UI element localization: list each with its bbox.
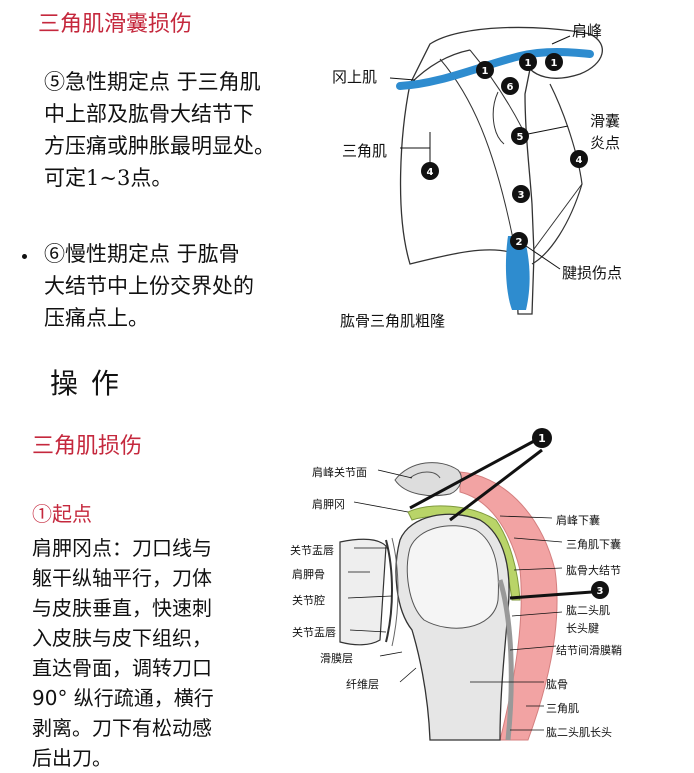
label-glenoid-labrum-top: 关节盂唇 xyxy=(290,544,334,557)
body-line-5: 直达骨面，调转刀口 xyxy=(32,656,212,680)
bullet-dot xyxy=(22,254,27,259)
label-deltoid-1: 三角肌 xyxy=(342,142,388,160)
point5-line3: 方压痛或肿胀最明显处。 xyxy=(44,134,275,158)
body-line-3: 与皮肤垂直，快速刺 xyxy=(32,596,212,620)
shoulder-diagram-1: 1 1 1 6 5 4 4 3 2 xyxy=(389,26,603,315)
svg-text:2: 2 xyxy=(516,237,523,248)
section1-title: 三角肌滑囊损伤 xyxy=(38,12,193,37)
label-deltoid-2: 三角肌 xyxy=(546,702,579,715)
svg-text:4: 4 xyxy=(576,155,583,166)
step1-marker: ① xyxy=(32,502,52,526)
body-line-1: 肩胛冈点：刀口线与 xyxy=(32,536,212,560)
body-line-6: 90° 纵行疏通，横行 xyxy=(32,686,214,710)
point5-line2: 中上部及肱骨大结节下 xyxy=(44,102,254,126)
point5-line4: 可定1~3点。 xyxy=(44,166,173,190)
marker-2: 2 xyxy=(510,232,528,250)
label-bursitis-1: 滑囊 xyxy=(590,112,621,130)
marker-4a: 4 xyxy=(421,162,439,180)
svg-text:3: 3 xyxy=(518,190,525,201)
point6-line1: 慢性期定点 于肱骨 xyxy=(65,242,240,266)
step1-label: 起点 xyxy=(52,502,92,526)
body-line-7: 剥离。刀下有松动感 xyxy=(32,716,212,740)
svg-text:3: 3 xyxy=(597,586,604,597)
label-humerus: 肱骨 xyxy=(546,678,568,691)
marker-1c: 1 xyxy=(545,53,563,71)
point6-marker: ⑥ xyxy=(44,242,65,266)
label-subacromial-bursa: 肩峰下囊 xyxy=(556,514,600,527)
svg-text:6: 6 xyxy=(507,82,514,93)
label-tendon-injury: 腱损伤点 xyxy=(562,264,623,282)
point6-line2: 大结节中上份交界处的 xyxy=(44,274,254,298)
svg-text:1: 1 xyxy=(538,432,546,445)
marker-3: 3 xyxy=(512,185,530,203)
body-line-4: 入皮肤与皮下组织， xyxy=(32,626,212,650)
label-acromion: 肩峰 xyxy=(572,22,603,40)
svg-text:5: 5 xyxy=(517,132,524,143)
needle-marker-1: 1 xyxy=(532,428,552,448)
label-glenoid-labrum-bottom: 关节盂唇 xyxy=(292,626,336,639)
label-greater-tubercle: 肱骨大结节 xyxy=(566,564,621,577)
section2-title: 三角肌损伤 xyxy=(32,434,143,459)
label-biceps-long-head: 肱二头肌长头 xyxy=(546,726,612,739)
label-biceps-tendon-1: 肱二头肌 xyxy=(566,604,610,617)
point5-block: ⑤急性期定点 于三角肌 中上部及肱骨大结节下 方压痛或肿胀最明显处。 可定1~3… xyxy=(44,66,314,194)
point6-block: ⑥慢性期定点 于肱骨 大结节中上份交界处的 压痛点上。 xyxy=(44,238,314,334)
label-fibrous-layer: 纤维层 xyxy=(346,678,379,691)
label-bursitis-2: 炎点 xyxy=(590,134,621,152)
shoulder-diagram-2: 1 3 xyxy=(339,428,609,741)
svg-text:1: 1 xyxy=(525,58,532,69)
point6-line3: 压痛点上。 xyxy=(44,306,149,330)
marker-1b: 1 xyxy=(519,53,537,71)
marker-5: 5 xyxy=(511,127,529,145)
label-joint-cavity: 关节腔 xyxy=(292,594,325,607)
label-scapula: 肩胛骨 xyxy=(292,568,325,581)
svg-text:4: 4 xyxy=(427,167,434,178)
marker-6: 6 xyxy=(501,77,519,95)
section2-body: 肩胛冈点：刀口线与 躯干纵轴平行，刀体 与皮肤垂直，快速刺 入皮肤与皮下组织， … xyxy=(32,533,272,773)
point5-line1: 急性期定点 于三角肌 xyxy=(65,70,261,94)
body-line-8: 后出刀。 xyxy=(32,746,112,770)
marker-4b: 4 xyxy=(570,150,588,168)
label-acromioclavicular: 肩峰关节面 xyxy=(312,466,367,479)
needle-marker-3: 3 xyxy=(591,581,609,599)
label-biceps-tendon-2: 长头腱 xyxy=(566,622,599,635)
label-supraspinatus: 冈上肌 xyxy=(332,68,378,86)
label-spine-of-scapula: 肩胛冈 xyxy=(312,498,345,511)
point5-marker: ⑤ xyxy=(44,70,65,94)
svg-text:1: 1 xyxy=(482,66,489,77)
label-subdeltoid-bursa: 三角肌下囊 xyxy=(566,538,621,551)
label-synovial-layer: 滑膜层 xyxy=(320,652,353,665)
marker-1a: 1 xyxy=(476,61,494,79)
svg-text:1: 1 xyxy=(551,58,558,69)
operation-heading: 操 作 xyxy=(50,367,121,400)
label-intertubercular-sheath: 结节间滑膜鞘 xyxy=(556,644,622,657)
body-line-2: 躯干纵轴平行，刀体 xyxy=(32,566,212,590)
label-deltoid-tuberosity: 肱骨三角肌粗隆 xyxy=(340,312,446,330)
step1-heading: ①起点 xyxy=(32,498,92,527)
